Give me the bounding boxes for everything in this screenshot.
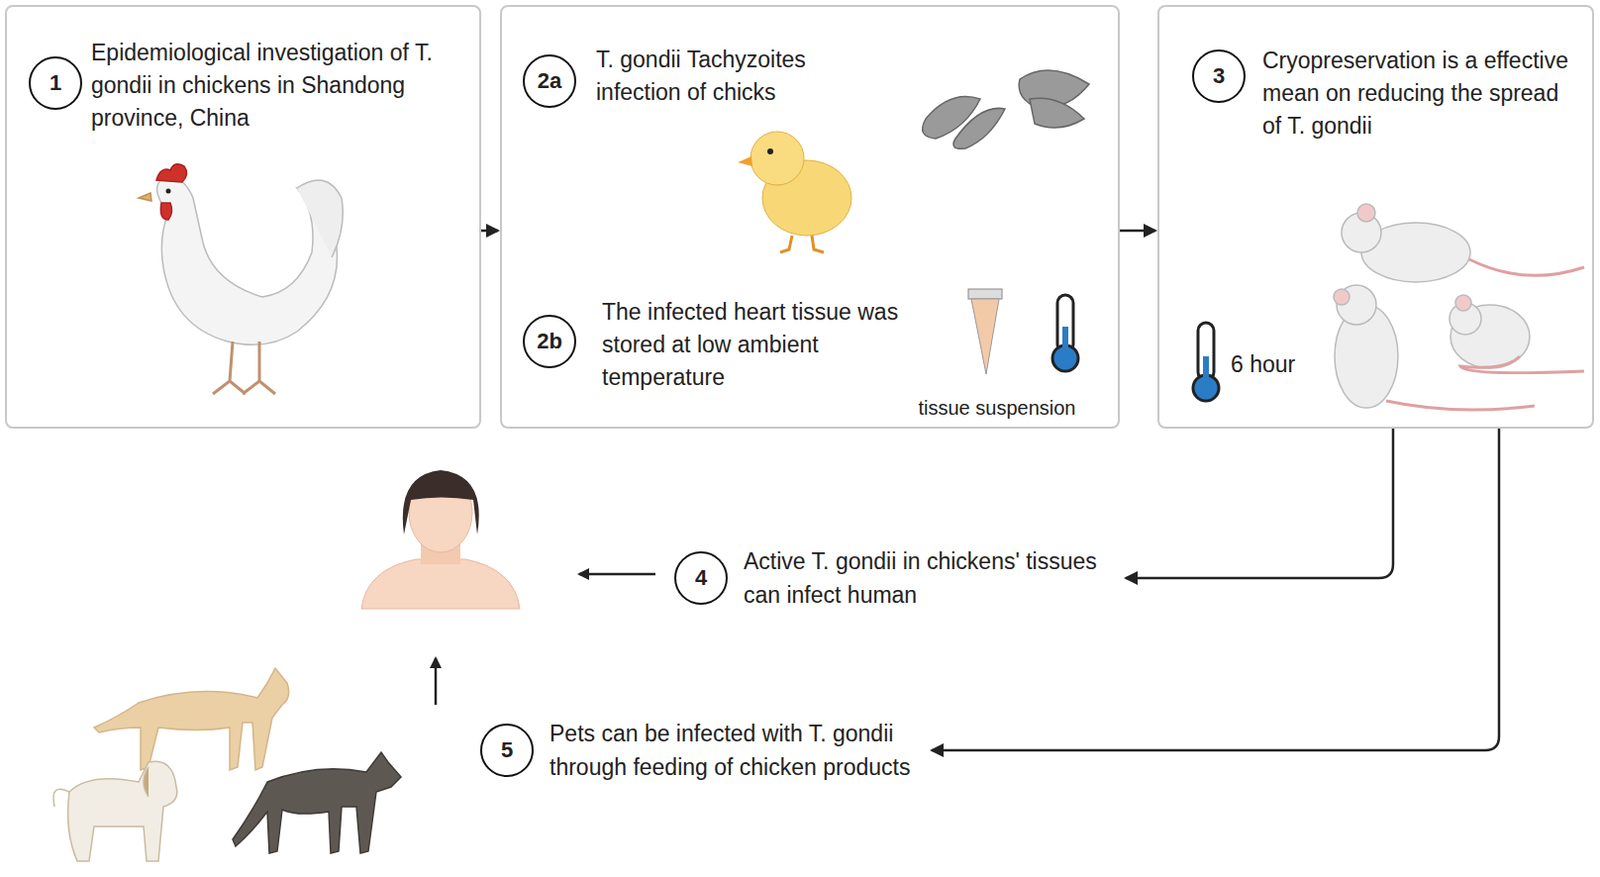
mice (1333, 203, 1585, 410)
panel-text: Epidemiological investigation of T. gond… (91, 36, 458, 135)
step-number: 2b (522, 314, 577, 369)
coyote (232, 752, 401, 854)
chick (737, 131, 852, 253)
panel-text: The infected heart tissue was stored at … (601, 296, 909, 395)
callout-number: 5 (500, 737, 513, 764)
step-panel: Epidemiological investigation of T. gond… (4, 4, 482, 429)
connector-arrow (481, 229, 499, 233)
connector-arrow (1125, 428, 1394, 579)
step-number-circle: 4 (674, 551, 728, 605)
dog (53, 761, 178, 862)
human (361, 470, 520, 609)
step-panel: Cryopreservation is a effective mean on … (1157, 4, 1595, 429)
step-number-circle: 5 (480, 723, 534, 778)
callout-number: 4 (695, 565, 707, 592)
tube-thermometer (968, 289, 1079, 375)
step-number: 2a (522, 54, 577, 108)
panel-text: T. gondii Tachyzoites infection of chick… (596, 43, 864, 109)
panel-text: 6 hour (1230, 348, 1350, 382)
step-text: Active T. gondii in chickens' tissues ca… (743, 544, 1120, 612)
tachyzoites (922, 70, 1090, 149)
connector-arrow (1119, 229, 1156, 233)
cat (94, 668, 290, 771)
rooster (138, 164, 343, 395)
connector-arrow (931, 428, 1500, 751)
step-panel: T. gondii Tachyzoites infection of chick… (500, 4, 1120, 429)
callout-number: 2a (537, 68, 562, 95)
step-number: 1 (28, 56, 83, 110)
panel-text: tissue suspension (883, 395, 1111, 421)
step-number: 3 (1192, 49, 1246, 103)
panel-text: Cryopreservation is a effective mean on … (1262, 44, 1580, 143)
callout-number: 2b (536, 328, 563, 355)
step-note: 5 Pets can be infected with T. gondii thr… (480, 716, 926, 785)
callout-number: 3 (1212, 63, 1225, 90)
step-note: 4 Active T. gondii in chickens' tissues c… (674, 544, 1120, 612)
step-text: Pets can be infected with T. gondii thro… (549, 716, 926, 785)
thermometer (1193, 322, 1219, 401)
callout-number: 1 (49, 70, 62, 97)
